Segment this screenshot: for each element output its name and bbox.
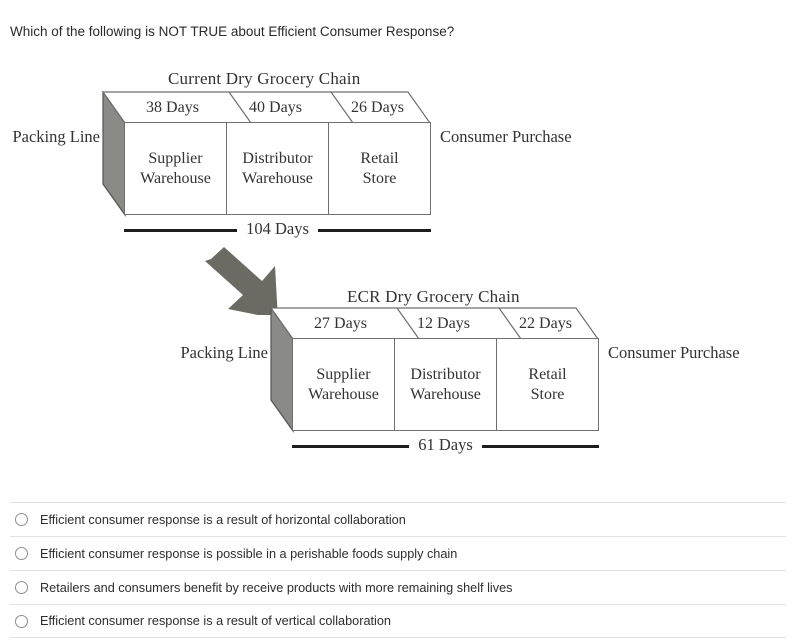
rule-segment-left	[124, 228, 238, 232]
radio-button-icon-1[interactable]	[15, 547, 28, 560]
stage-cell-ecr-supplier: Supplier Warehouse	[293, 339, 395, 430]
stage-cell-current-retail: Retail Store	[329, 123, 430, 214]
total-days-rule-current: 104 Days	[124, 219, 432, 240]
stage-name-ecr-0: Supplier Warehouse	[308, 365, 379, 403]
days-label-current-0: 38 Days	[146, 99, 199, 116]
box-front-current: Supplier Warehouse Distributor Warehouse…	[124, 122, 431, 215]
stage-name-current-1: Distributor Warehouse	[242, 149, 313, 187]
stage-name-ecr-2: Retail Store	[528, 365, 567, 403]
packing-line-label-current: Packing Line	[12, 127, 100, 146]
days-label-ecr-2: 22 Days	[519, 315, 572, 332]
days-label-ecr-1: 12 Days	[417, 315, 470, 332]
stage-cell-ecr-retail: Retail Store	[497, 339, 598, 430]
consumer-purchase-label-ecr: Consumer Purchase	[608, 343, 740, 362]
option-row-2[interactable]: Retailers and consumers benefit by recei…	[10, 570, 786, 604]
total-days-ecr: 61 Days	[418, 435, 473, 454]
chain-title-current: Current Dry Grocery Chain	[168, 69, 361, 88]
transition-arrow-icon	[205, 247, 278, 315]
days-label-ecr-0: 27 Days	[314, 315, 367, 332]
rule-segment-right	[317, 228, 432, 232]
days-label-current-2: 26 Days	[351, 99, 404, 116]
stage-cell-current-distributor: Distributor Warehouse	[227, 123, 329, 214]
consumer-purchase-label-current: Consumer Purchase	[440, 127, 572, 146]
stage-name-ecr-1: Distributor Warehouse	[410, 365, 481, 403]
option-row-3[interactable]: Efficient consumer response is a result …	[10, 604, 786, 638]
option-row-1[interactable]: Efficient consumer response is possible …	[10, 536, 786, 570]
option-label-0: Efficient consumer response is a result …	[40, 512, 406, 527]
radio-button-icon-0[interactable]	[15, 513, 28, 526]
option-label-3: Efficient consumer response is a result …	[40, 614, 391, 628]
option-row-0[interactable]: Efficient consumer response is a result …	[10, 502, 786, 536]
stage-name-current-0: Supplier Warehouse	[140, 149, 211, 187]
total-days-current: 104 Days	[246, 219, 309, 238]
stage-cell-ecr-distributor: Distributor Warehouse	[395, 339, 497, 430]
packing-line-label-ecr: Packing Line	[180, 343, 268, 362]
rule-segment-left	[292, 444, 410, 448]
radio-button-icon-3[interactable]	[15, 614, 28, 628]
option-label-2: Retailers and consumers benefit by recei…	[40, 580, 513, 595]
ecr-diagram: Current Dry Grocery Chain Packing Line C…	[0, 55, 795, 490]
question-stem: Which of the following is NOT TRUE about…	[10, 24, 455, 39]
box-front-ecr: Supplier Warehouse Distributor Warehouse…	[292, 338, 599, 431]
rule-segment-right	[481, 444, 600, 448]
radio-button-icon-2[interactable]	[15, 581, 28, 594]
answer-options: Efficient consumer response is a result …	[10, 502, 786, 638]
stage-name-current-2: Retail Store	[360, 149, 399, 187]
option-label-1: Efficient consumer response is possible …	[40, 546, 458, 561]
stage-cell-current-supplier: Supplier Warehouse	[125, 123, 227, 214]
days-label-current-1: 40 Days	[249, 99, 302, 116]
chain-title-ecr: ECR Dry Grocery Chain	[347, 287, 520, 306]
total-days-rule-ecr: 61 Days	[292, 435, 600, 456]
